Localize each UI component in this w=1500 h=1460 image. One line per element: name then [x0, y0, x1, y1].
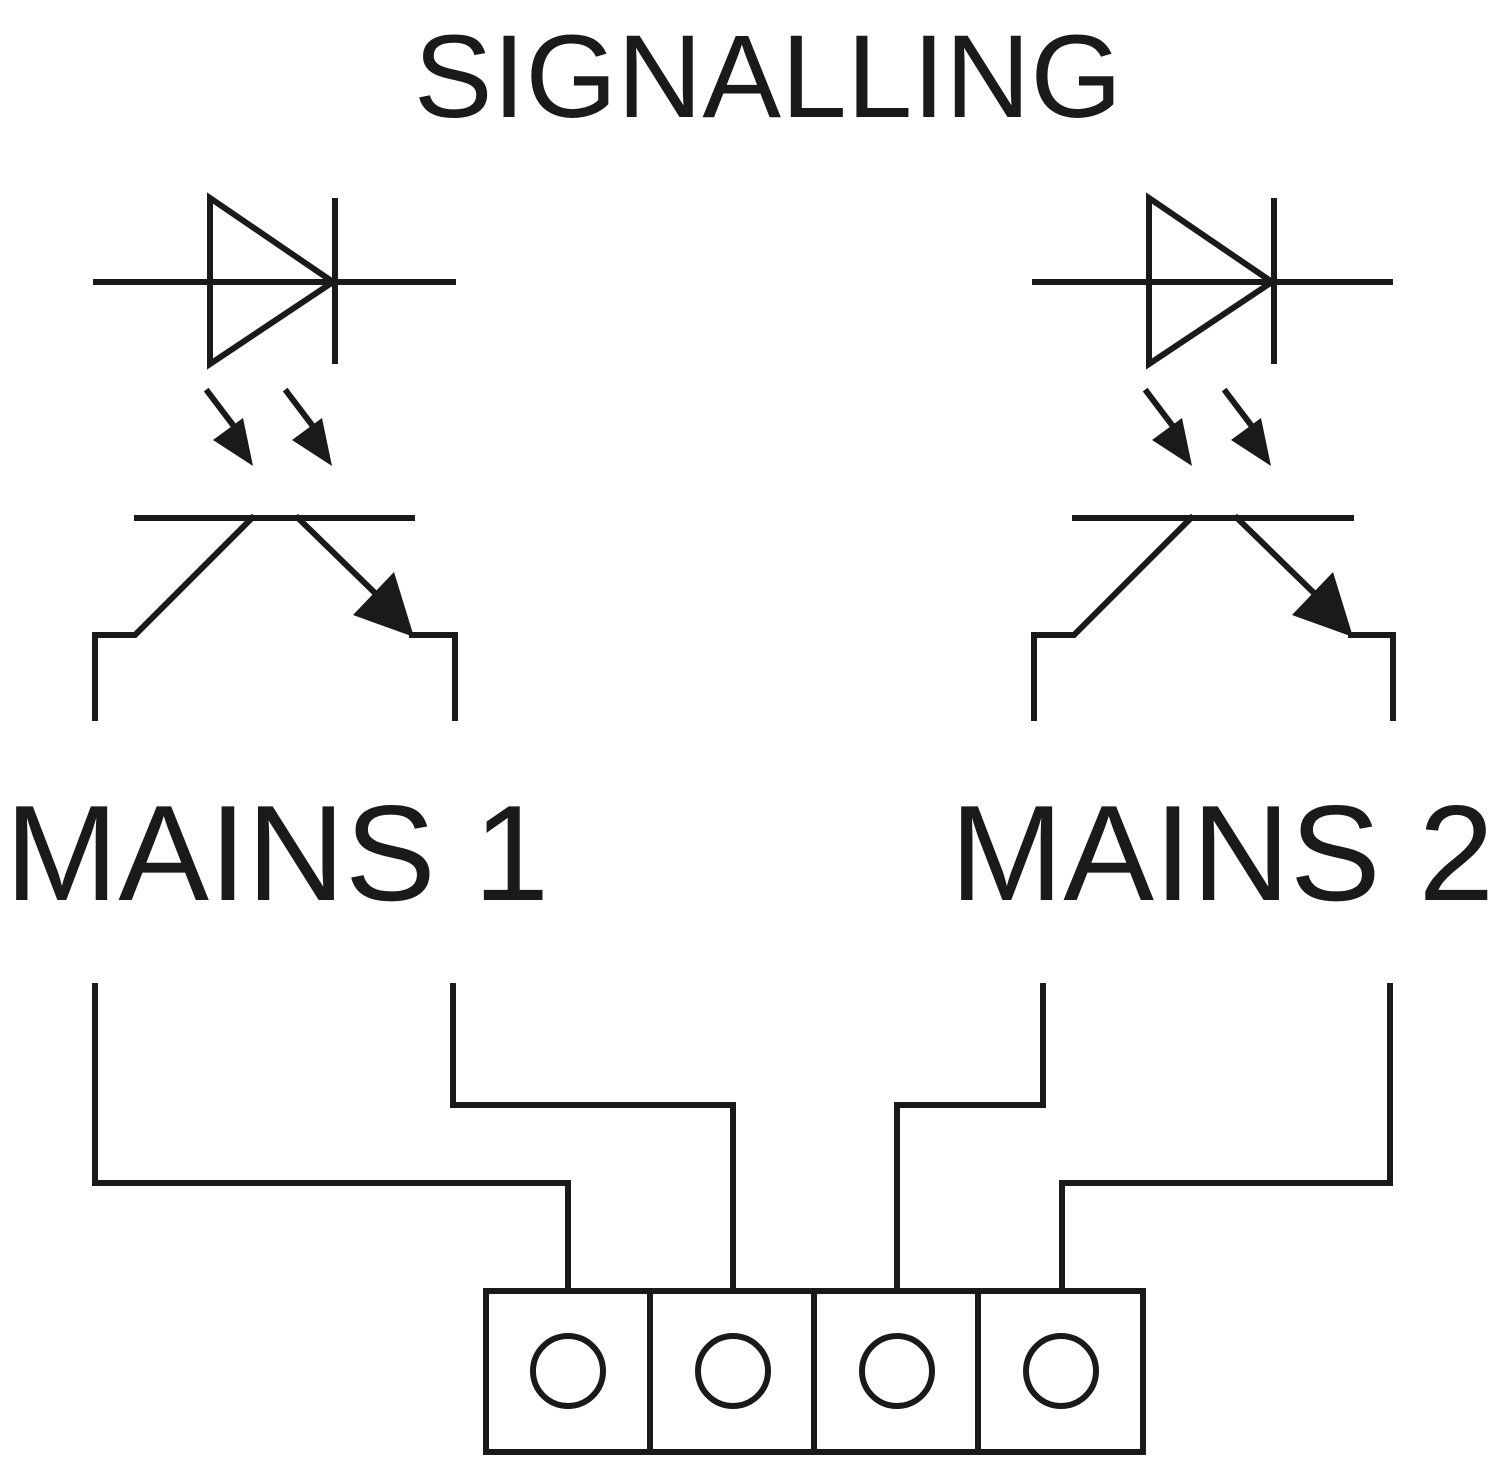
channel-label-mains-1: MAINS 1 — [5, 777, 549, 929]
led-diode-icon — [1032, 192, 1393, 370]
optocoupler-mains-1 — [92, 192, 458, 721]
light-emission-arrows-icon — [1142, 387, 1271, 466]
terminal-screw-icon — [1023, 1333, 1099, 1409]
wire-mains-2-b — [1059, 983, 1393, 1294]
light-emission-arrows-icon — [203, 387, 332, 466]
terminal-screw-icon — [695, 1333, 771, 1409]
terminal-screw-icon — [859, 1333, 935, 1409]
wiring — [92, 983, 1393, 1294]
wire-mains-1-b — [450, 983, 736, 1294]
terminal-block — [483, 1288, 1146, 1455]
optocoupler-mains-2 — [1031, 192, 1396, 721]
phototransistor-icon — [92, 513, 458, 721]
diagram-title: SIGNALLING — [414, 11, 1122, 143]
led-diode-icon — [93, 192, 456, 370]
phototransistor-icon — [1031, 513, 1396, 721]
terminal-screw-icon — [530, 1333, 606, 1409]
channel-label-mains-2: MAINS 2 — [950, 777, 1494, 929]
wire-mains-2-a — [894, 983, 1046, 1294]
wire-mains-1-a — [92, 983, 571, 1294]
